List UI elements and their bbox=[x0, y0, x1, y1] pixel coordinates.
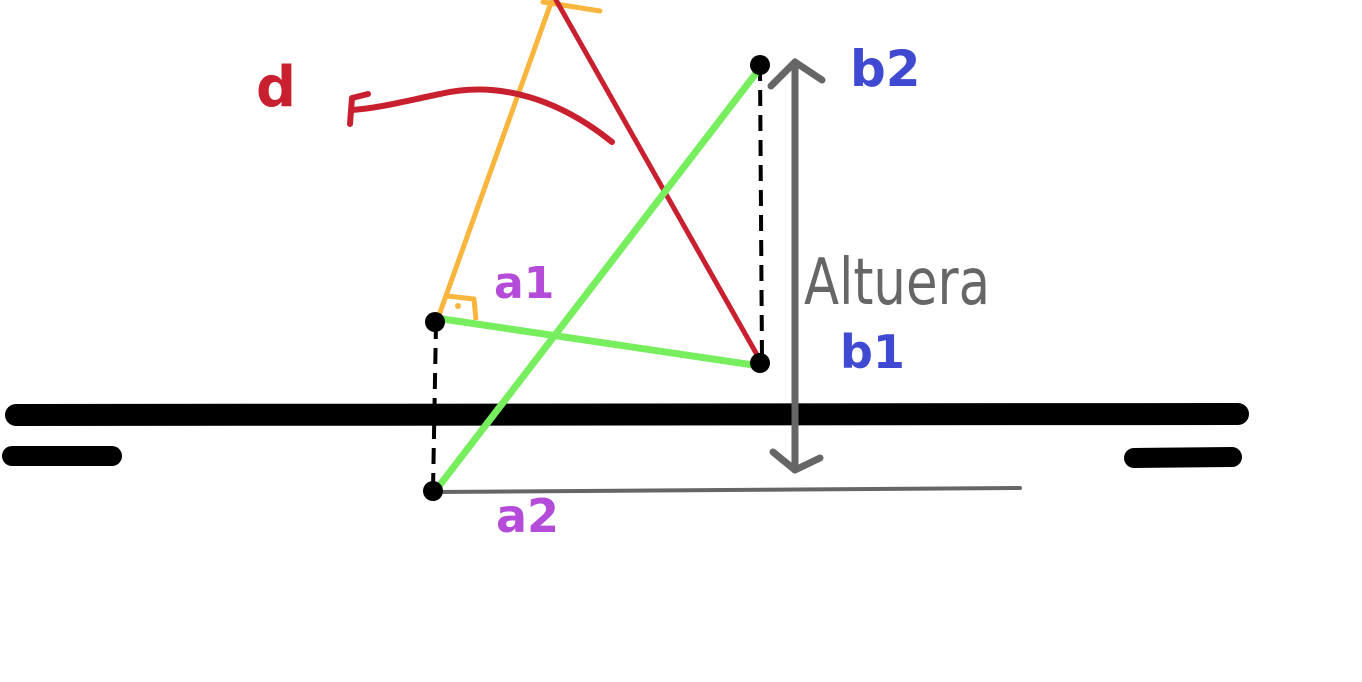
projection-b bbox=[758, 64, 764, 363]
point-b1 bbox=[750, 353, 770, 373]
height-arrow-head-top bbox=[767, 58, 826, 90]
label-b2: b2 bbox=[850, 40, 921, 98]
ground-hatch-right bbox=[1124, 447, 1242, 468]
green-segment-a2-b2 bbox=[432, 64, 764, 494]
ground-line bbox=[5, 403, 1249, 426]
point-b2 bbox=[750, 55, 770, 75]
curved-arrow-head bbox=[347, 91, 371, 127]
red-segment bbox=[553, 0, 763, 363]
label-a1: a1 bbox=[494, 258, 554, 309]
projection-a bbox=[431, 322, 438, 491]
green-segment-a1-b1 bbox=[432, 314, 764, 370]
right-angle-dot bbox=[455, 303, 461, 309]
height-arrow-head-bottom bbox=[769, 448, 824, 474]
label-b1: b1 bbox=[840, 325, 905, 379]
label-d: d bbox=[256, 55, 296, 120]
reference-line bbox=[434, 486, 1022, 494]
right-angle-marker bbox=[446, 293, 479, 321]
label-altura: Altuera bbox=[804, 246, 990, 320]
point-a2 bbox=[423, 481, 443, 501]
curved-arrow bbox=[349, 86, 615, 145]
orange-segment-cap bbox=[540, 0, 603, 14]
orange-segment bbox=[435, 0, 555, 321]
label-a2: a2 bbox=[496, 489, 559, 543]
point-a1 bbox=[425, 312, 445, 332]
